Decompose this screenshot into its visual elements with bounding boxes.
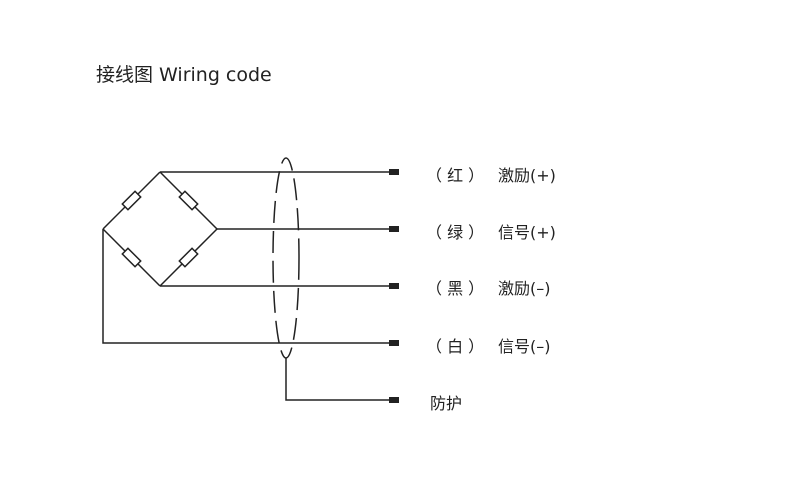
wire-white bbox=[102, 229, 390, 344]
wire-color-label: （ 红 ） bbox=[426, 166, 485, 185]
wire-signal-label: 信号(+) bbox=[498, 223, 556, 242]
wire-signal-label: 激励(–) bbox=[498, 279, 551, 298]
shield-label: 防护 bbox=[430, 394, 463, 413]
wire-signal-label: 激励(+) bbox=[498, 166, 556, 185]
terminal-red bbox=[389, 169, 399, 175]
wire-signal-label: 信号(–) bbox=[498, 337, 551, 356]
terminal-green bbox=[389, 226, 399, 232]
terminal-white bbox=[389, 340, 399, 346]
terminal-shield bbox=[389, 397, 399, 403]
wire-color-label: （ 黑 ） bbox=[426, 279, 485, 298]
resistor-lower-right bbox=[178, 247, 199, 268]
resistor-upper-right bbox=[178, 190, 199, 211]
terminal-black bbox=[389, 283, 399, 289]
wire-color-label: （ 白 ） bbox=[426, 337, 485, 356]
wire-shield bbox=[285, 358, 390, 401]
wire-color-label: （ 绿 ） bbox=[426, 223, 485, 242]
shield-ellipse bbox=[272, 157, 300, 359]
resistor-lower-left bbox=[121, 247, 142, 268]
resistor-upper-left bbox=[121, 190, 142, 211]
diagram-title: 接线图 Wiring code bbox=[96, 64, 272, 86]
